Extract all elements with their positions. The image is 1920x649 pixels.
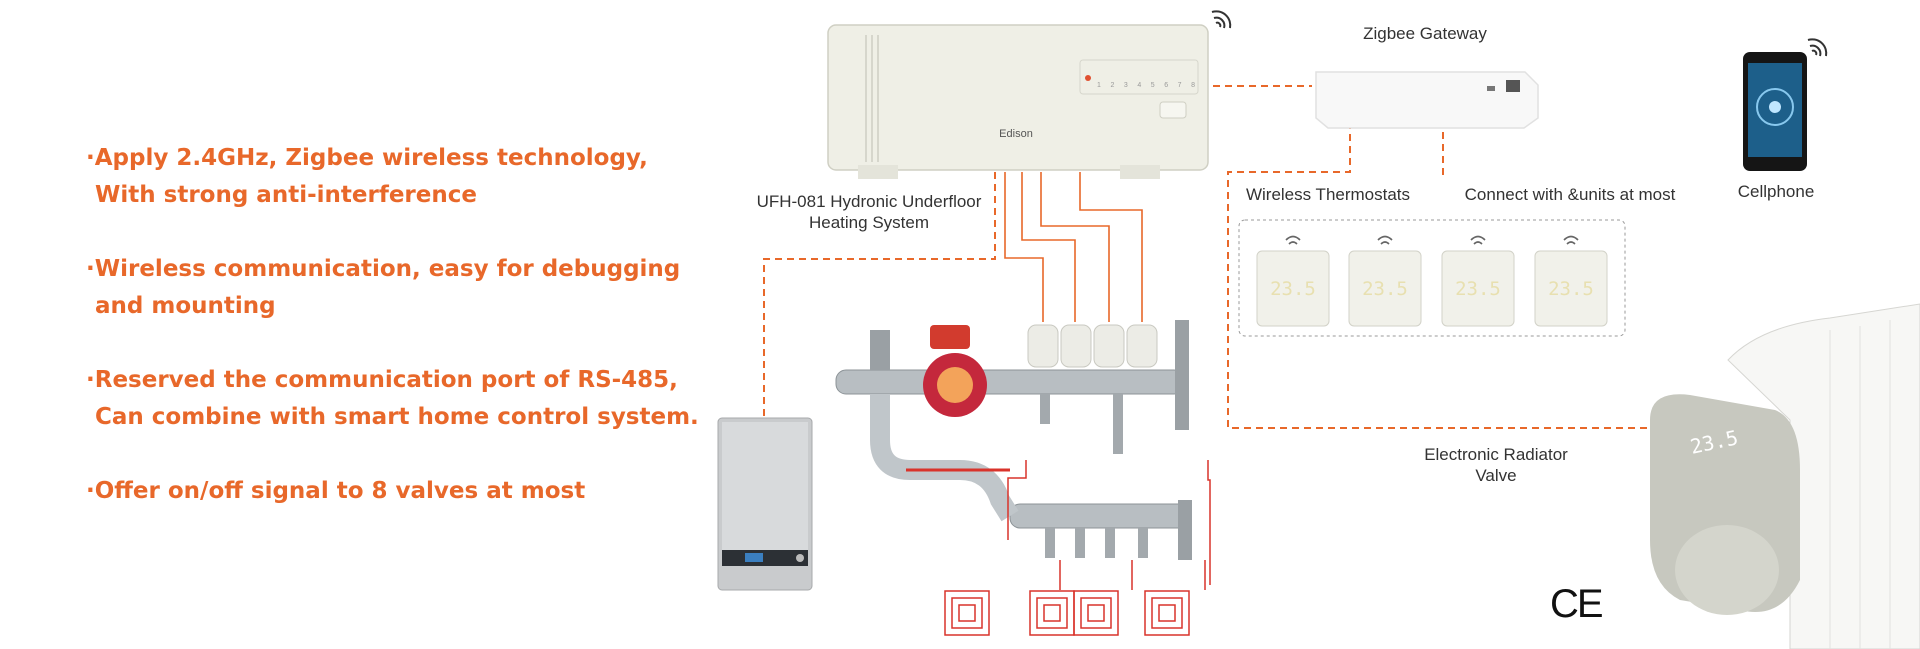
channel-number: 7 xyxy=(1177,82,1182,89)
radiator-valve-label: Electronic Radiator Valve xyxy=(1386,444,1606,486)
controller-label-line: Heating System xyxy=(809,213,929,232)
feature-line: ·Apply 2.4GHz, Zigbee wireless technolog… xyxy=(86,145,648,171)
controller-box xyxy=(827,10,1232,179)
manifold-image xyxy=(835,320,1192,560)
thermostats-group xyxy=(1238,219,1626,337)
thermostat-display: 23.5 xyxy=(1270,278,1316,300)
radiator-image xyxy=(1727,303,1920,649)
controller-label-line: UFH-081 Hydronic Underfloor xyxy=(756,192,982,211)
feature-item: ·Apply 2.4GHz, Zigbee wireless technolog… xyxy=(86,140,706,214)
feature-item: ·Wireless communication, easy for debugg… xyxy=(86,251,706,325)
wifi-icon xyxy=(1807,38,1828,57)
feature-line: and mounting xyxy=(95,293,276,319)
ce-mark: CE xyxy=(1550,582,1604,626)
thermostat-display: 23.5 xyxy=(1362,278,1408,300)
radiator-valve-image xyxy=(1650,394,1800,615)
feature-item: ·Reserved the communication port of RS-4… xyxy=(86,362,706,436)
thermostat-3 xyxy=(1441,235,1515,327)
cellphone-label: Cellphone xyxy=(1737,182,1815,201)
boiler-image xyxy=(717,417,813,591)
channel-number: 6 xyxy=(1164,82,1169,89)
actuator-wires xyxy=(1004,172,1143,322)
feature-item: ·Offer on/off signal to 8 valves at most xyxy=(86,473,706,510)
underfloor-loops xyxy=(944,460,1211,636)
wifi-icon xyxy=(1285,235,1301,245)
feature-line: Can combine with smart home control syst… xyxy=(95,404,699,430)
usb-port-icon xyxy=(1487,86,1495,91)
power-led-icon xyxy=(1085,75,1091,81)
connect-label: Connect with &units at most xyxy=(1464,185,1676,204)
cellphone-image xyxy=(1743,38,1828,171)
link-gateway-thermostats xyxy=(1227,110,1655,429)
link-controller-boiler xyxy=(763,172,996,418)
channel-number: 3 xyxy=(1123,82,1128,89)
channel-number: 1 xyxy=(1097,82,1101,89)
radiator-label-line: Valve xyxy=(1475,466,1517,485)
feature-list: ·Apply 2.4GHz, Zigbee wireless technolog… xyxy=(86,140,706,547)
feature-line: ·Wireless communication, easy for debugg… xyxy=(86,256,681,282)
channel-number: 2 xyxy=(1110,82,1115,89)
wifi-icon xyxy=(1377,235,1393,245)
radiator-label-line: Electronic Radiator xyxy=(1424,445,1568,464)
channel-indicators: 1 2 3 4 5 6 7 8 xyxy=(1097,82,1195,89)
wireless-links xyxy=(763,85,1655,429)
thermostats-label: Wireless Thermostats xyxy=(1245,185,1411,204)
thermostat-1 xyxy=(1256,235,1330,327)
feature-line: ·Offer on/off signal to 8 valves at most xyxy=(86,478,586,504)
channel-number: 5 xyxy=(1150,82,1155,89)
controller-brand: Edison xyxy=(999,128,1033,140)
feature-line: ·Reserved the communication port of RS-4… xyxy=(86,367,678,393)
wifi-icon xyxy=(1470,235,1486,245)
feature-line: With strong anti-interference xyxy=(95,182,477,208)
gateway-label: Zigbee Gateway xyxy=(1363,24,1487,43)
controller-label: UFH-081 Hydronic Underfloor Heating Syst… xyxy=(739,191,999,233)
thermostat-4 xyxy=(1534,235,1608,327)
wifi-icon xyxy=(1211,10,1232,29)
thermostat-2 xyxy=(1348,235,1422,327)
channel-number: 8 xyxy=(1191,82,1195,89)
thermostat-display: 23.5 xyxy=(1455,278,1501,300)
zigbee-gateway xyxy=(1315,71,1539,129)
ethernet-port-icon xyxy=(1506,80,1520,92)
wifi-icon xyxy=(1563,235,1579,245)
channel-number: 4 xyxy=(1137,82,1142,89)
thermostat-display: 23.5 xyxy=(1548,278,1594,300)
